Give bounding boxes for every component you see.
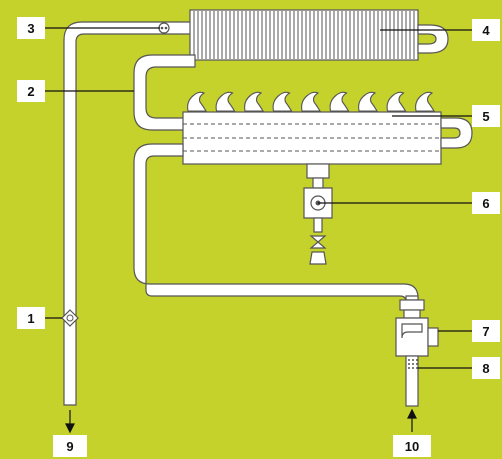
arrow-down-icon [65,410,75,434]
svg-text:4: 4 [482,23,490,38]
callout-4: 4 [472,19,500,41]
flame-icon [244,91,264,112]
burner [182,111,473,165]
heat-exchanger [189,9,449,61]
inlet-assembly [395,299,439,407]
callout-2: 2 [17,80,45,102]
flow-sensor [61,309,79,327]
burner-flames [187,91,435,112]
callout-10: 10 [393,435,431,457]
svg-text:5: 5 [482,109,489,124]
callout-9: 9 [53,435,87,457]
temperature-sensor [158,22,170,34]
flame-icon [329,91,350,112]
flame-icon [358,91,378,112]
svg-text:1: 1 [27,311,34,326]
flame-icon [301,91,321,112]
flame-icon [215,91,236,112]
callout-6: 6 [472,192,500,214]
flame-icon [415,91,435,112]
svg-text:2: 2 [27,84,34,99]
callout-7: 7 [472,320,500,342]
valve-icon [309,235,327,249]
gas-valve [303,163,333,265]
svg-text:10: 10 [405,439,419,454]
callout-3: 3 [17,17,45,39]
callout-5: 5 [472,105,500,127]
svg-text:7: 7 [482,324,489,339]
callout-8: 8 [472,357,500,379]
return-pipe [133,143,419,303]
flame-icon [272,91,293,112]
filter-dots [408,359,418,369]
flame-icon [187,91,207,112]
svg-text:3: 3 [27,21,34,36]
flame-icon [386,91,407,112]
outlet-pipe [63,21,196,406]
callout-1: 1 [17,307,45,329]
svg-text:9: 9 [66,439,73,454]
arrow-up-icon [407,408,417,432]
svg-text:8: 8 [482,361,489,376]
leader-lines [45,27,472,369]
svg-text:6: 6 [482,196,489,211]
